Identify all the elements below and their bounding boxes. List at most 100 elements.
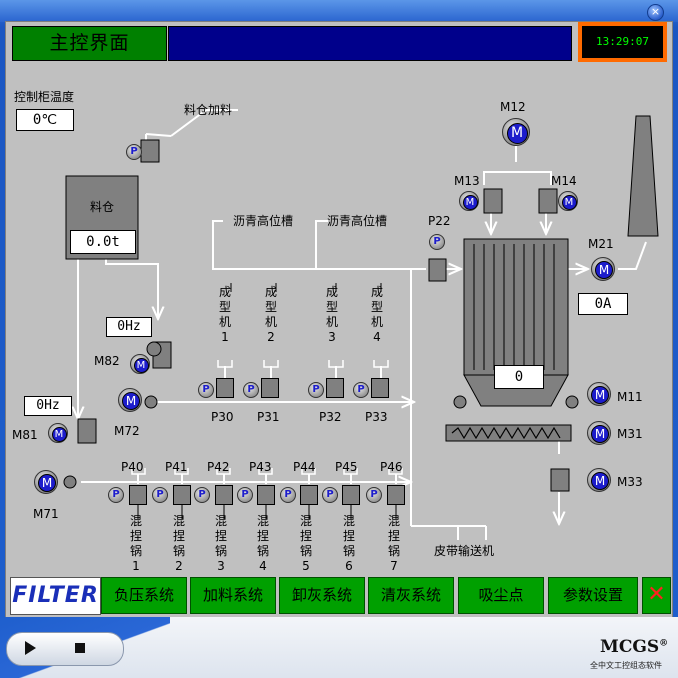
motor-m31-glyph: M — [591, 425, 609, 443]
pump-p33-icon[interactable]: P — [353, 382, 369, 398]
cabinet-temp-value: 0℃ — [16, 109, 74, 131]
motor-m12-icon[interactable]: M — [502, 118, 530, 146]
nav-button-parameters[interactable]: 参数设置 — [548, 577, 638, 614]
label-m11: M11 — [617, 390, 643, 404]
label-p40: P40 — [121, 460, 144, 474]
label-p32: P32 — [319, 410, 342, 424]
valve-p22 — [428, 258, 447, 282]
label-m21: M21 — [588, 237, 614, 251]
pump-feed-icon[interactable]: P — [126, 144, 142, 160]
motor-m14-icon[interactable]: M — [558, 191, 578, 211]
motor-m11-icon[interactable]: M — [587, 382, 611, 406]
motor-m13-glyph: M — [462, 194, 478, 210]
nav-button-dust-suction[interactable]: 吸尘点 — [458, 577, 544, 614]
pump-p32-icon[interactable]: P — [308, 382, 324, 398]
nav-button-ash-unloading[interactable]: 卸灰系统 — [279, 577, 365, 614]
pump-p31-icon[interactable]: P — [243, 382, 259, 398]
pump-p40-icon[interactable]: P — [108, 487, 124, 503]
process-lines — [63, 109, 659, 540]
stop-button[interactable] — [75, 643, 85, 653]
motor-m21-glyph: M — [595, 261, 613, 279]
valve-m33 — [550, 468, 570, 492]
motor-m71-icon[interactable]: M — [34, 470, 58, 494]
label-p44: P44 — [293, 460, 316, 474]
equipment-box — [387, 485, 405, 505]
motor-m71-glyph: M — [38, 474, 56, 492]
collector-value: 0 — [494, 365, 544, 389]
tank-right-label: 沥青高位槽 — [327, 214, 388, 228]
equipment-box — [261, 378, 279, 398]
process-diagram: 控制柜温度 0℃ 料仓加料 料仓 0.0t 沥青高位槽 沥青高位槽 0Hz 0H… — [6, 64, 672, 576]
label-p31: P31 — [257, 410, 280, 424]
equipment-box — [129, 485, 147, 505]
clock-frame: 13:29:07 — [578, 22, 667, 62]
motor-m33-icon[interactable]: M — [587, 468, 611, 492]
equipment-box — [326, 378, 344, 398]
motor-m21-icon[interactable]: M — [591, 257, 615, 281]
pump-p46-icon[interactable]: P — [366, 487, 382, 503]
pump-p22-icon[interactable]: P — [429, 234, 445, 250]
motor-m12-glyph: M — [506, 122, 528, 144]
navigation-bar: FILTER 负压系统 加料系统 卸灰系统 清灰系统 吸尘点 参数设置 ✕ — [6, 576, 672, 615]
belt-conveyor-label: 皮带输送机 — [434, 544, 495, 558]
pump-p44-icon[interactable]: P — [280, 487, 296, 503]
label-p46: P46 — [380, 460, 403, 474]
pump-p41-icon[interactable]: P — [152, 487, 168, 503]
play-button[interactable] — [25, 641, 36, 655]
motor-m31-icon[interactable]: M — [587, 421, 611, 445]
label-m33: M33 — [617, 475, 643, 489]
m21-current: 0A — [578, 293, 628, 315]
nav-button-ash-cleaning[interactable]: 清灰系统 — [368, 577, 454, 614]
silo-label: 料仓 — [90, 200, 115, 214]
equipment-box — [371, 378, 389, 398]
brand-logo: MCGS® — [600, 637, 669, 657]
motor-m11-glyph: M — [591, 386, 609, 404]
silo-weight-value: 0.0t — [70, 230, 136, 254]
label-m82: M82 — [94, 354, 120, 368]
equipment-box — [215, 485, 233, 505]
label-m31: M31 — [617, 427, 643, 441]
nav-button-negative-pressure[interactable]: 负压系统 — [101, 577, 187, 614]
pump-p45-icon[interactable]: P — [322, 487, 338, 503]
playback-control — [6, 632, 124, 666]
pump-p42-icon[interactable]: P — [194, 487, 210, 503]
hmi-client-area: 主控界面 13:29:07 — [5, 21, 673, 618]
nav-button-feeding[interactable]: 加料系统 — [190, 577, 276, 614]
label-m72: M72 — [114, 424, 140, 438]
pump-p43-icon[interactable]: P — [237, 487, 253, 503]
equipment-box — [300, 485, 318, 505]
motor-m72-icon[interactable]: M — [118, 388, 142, 412]
feed-label: 料仓加料 — [184, 103, 233, 117]
label-p22: P22 — [428, 214, 451, 228]
equipment-box — [173, 485, 191, 505]
label-p30: P30 — [211, 410, 234, 424]
label-m81: M81 — [12, 428, 38, 442]
motor-m13-icon[interactable]: M — [459, 191, 479, 211]
window-close-button[interactable]: × — [647, 4, 664, 21]
nav-close-button[interactable]: ✕ — [642, 577, 671, 614]
pump-p30-icon[interactable]: P — [198, 382, 214, 398]
title-bar: × — [0, 0, 678, 22]
valve-m81 — [77, 418, 97, 444]
motor-m81-glyph: M — [51, 426, 67, 442]
m82-frequency: 0Hz — [106, 317, 152, 337]
filter-logo: FILTER — [10, 577, 101, 615]
motor-m82-glyph: M — [133, 357, 149, 373]
motor-m82-icon[interactable]: M — [130, 354, 150, 374]
equipment-box — [257, 485, 275, 505]
equipment-box — [216, 378, 234, 398]
motor-m33-glyph: M — [591, 472, 609, 490]
page-title: 主控界面 — [12, 26, 167, 61]
collector-body — [463, 238, 569, 376]
label-m14: M14 — [551, 174, 577, 188]
motor-m14-glyph: M — [561, 194, 577, 210]
motor-m81-icon[interactable]: M — [48, 423, 68, 443]
equipment-box — [342, 485, 360, 505]
m81-frequency: 0Hz — [24, 396, 72, 416]
